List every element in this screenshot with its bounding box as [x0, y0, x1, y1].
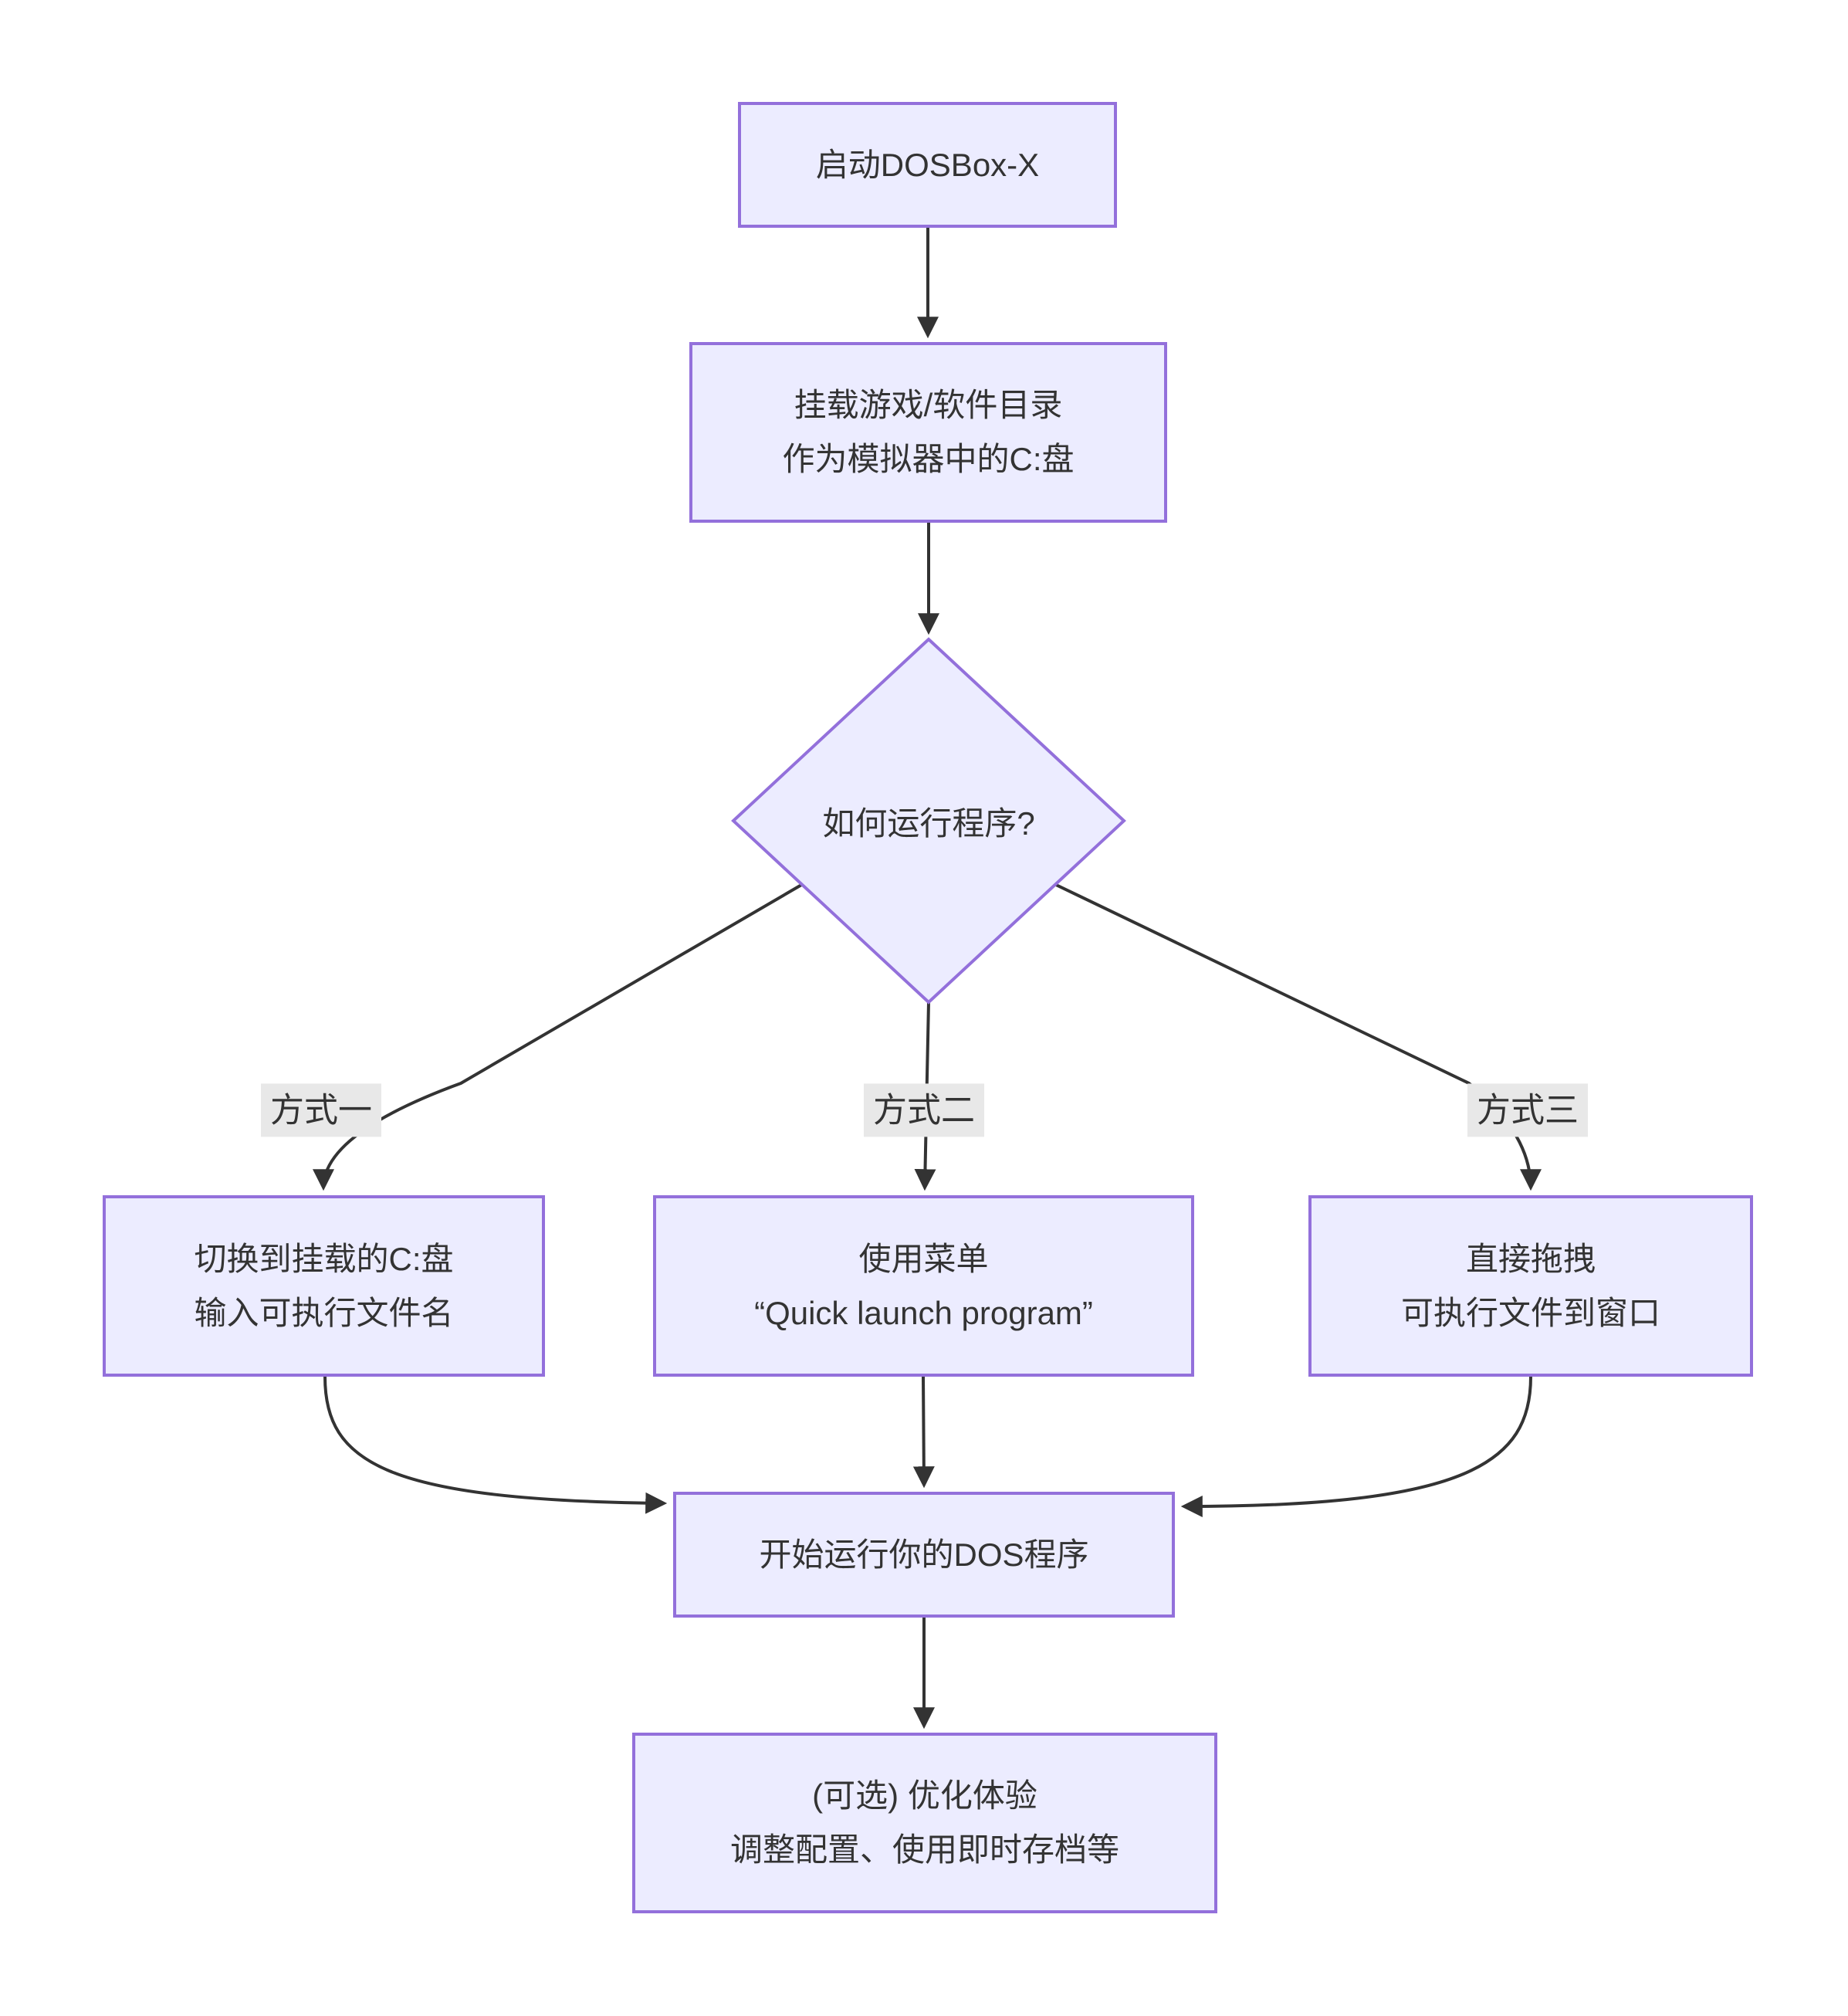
edge-method1-to-run: [323, 1376, 668, 1514]
node-mount: 挂载游戏/软件目录 作为模拟器中的C:盘: [689, 342, 1167, 523]
node-method2-label-line1: 使用菜单: [858, 1240, 989, 1277]
node-method3: 直接拖拽 可执行文件到窗口: [1308, 1195, 1753, 1377]
node-method1-label-line1: 切换到挂载的C:盘: [194, 1240, 454, 1277]
node-method3-label-line2: 可执行文件到窗口: [1400, 1294, 1660, 1331]
node-mount-label-line1: 挂载游戏/软件目录: [794, 387, 1063, 423]
node-decision-label: 如何运行程序?: [822, 805, 1035, 842]
node-optimize: (可选) 优化体验 调整配置、使用即时存档等: [632, 1733, 1217, 1913]
node-method3-label-line1: 直接拖拽: [1465, 1240, 1596, 1277]
node-method1: 切换到挂载的C:盘 输入可执行文件名: [103, 1195, 545, 1377]
node-run-label: 开始运行你的DOS程序: [759, 1536, 1089, 1573]
node-run: 开始运行你的DOS程序: [673, 1492, 1175, 1618]
edge-label-way3: 方式三: [1467, 1083, 1588, 1137]
node-optimize-label-line1: (可选) 优化体验: [812, 1777, 1037, 1814]
node-start: 启动DOSBox-X: [738, 102, 1117, 228]
node-method1-label-line2: 输入可执行文件名: [194, 1294, 454, 1331]
node-start-label: 启动DOSBox-X: [815, 146, 1040, 183]
decision-diamond-shape: [731, 637, 1126, 1005]
edge-method3-to-run: [1180, 1376, 1532, 1517]
edge-label-way2: 方式二: [864, 1083, 984, 1137]
edge-decision-to-method3: [1054, 883, 1542, 1191]
node-decision: 如何运行程序?: [736, 763, 1122, 879]
node-optimize-label-line2: 调整配置、使用即时存档等: [729, 1831, 1119, 1868]
node-method2-label-line2: “Quick launch program”: [754, 1294, 1093, 1331]
edge-method2-to-run: [912, 1376, 935, 1489]
node-mount-label-line2: 作为模拟器中的C:盘: [782, 441, 1075, 477]
node-method2: 使用菜单 “Quick launch program”: [653, 1195, 1194, 1377]
edge-label-way1: 方式一: [261, 1083, 381, 1137]
edge-decision-to-method1: [313, 883, 804, 1191]
